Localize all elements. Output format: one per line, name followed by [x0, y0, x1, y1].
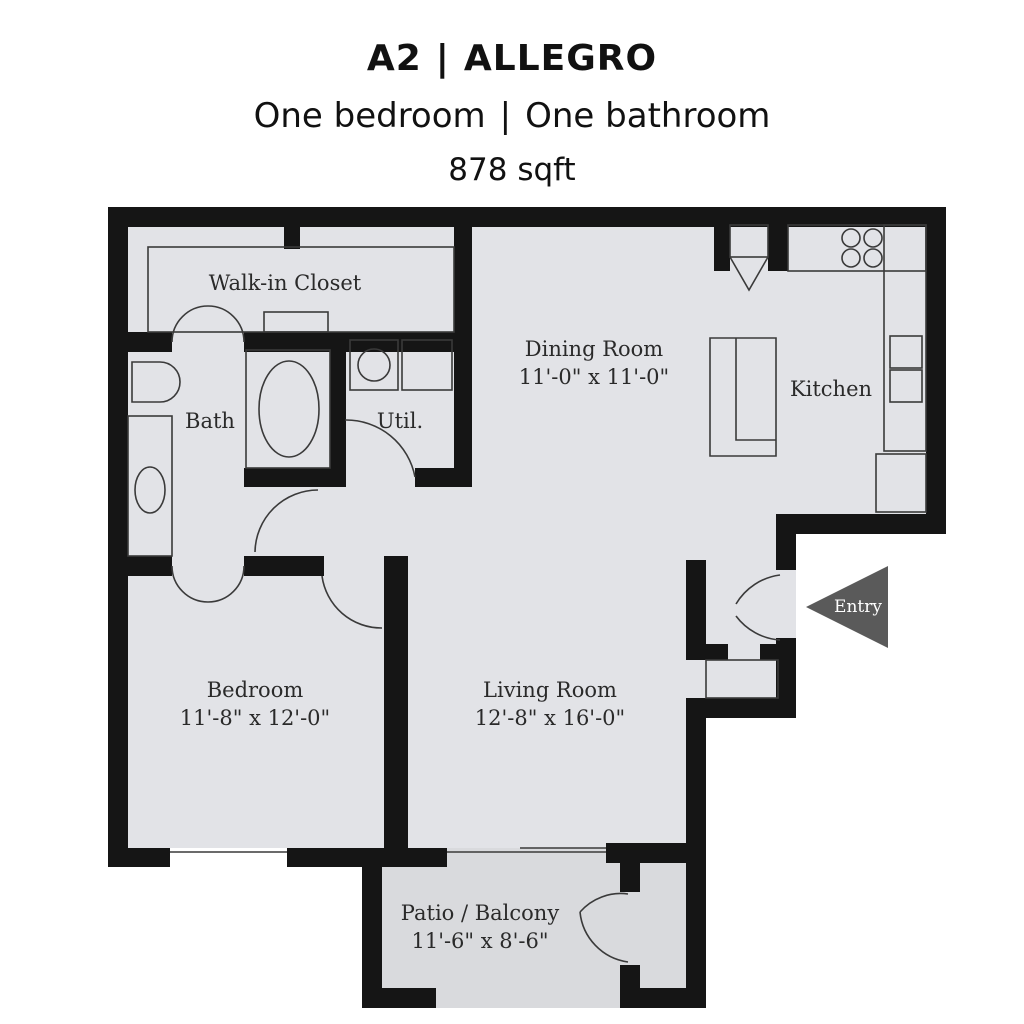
- unit-rooms: One bedroom | One bathroom: [0, 96, 1024, 136]
- fixtures: [127, 224, 927, 699]
- patio-label: Patio / Balcony: [401, 901, 560, 925]
- bedroom-label: Bedroom: [207, 678, 304, 702]
- door-swings: [170, 305, 781, 963]
- interior-walls: [128, 225, 796, 856]
- closet-label: Walk-in Closet: [209, 271, 362, 295]
- patio-dims: 11'-6" x 8'-6": [411, 929, 548, 953]
- entry-arrow-icon: [806, 566, 888, 648]
- bath-label: Bath: [185, 409, 235, 433]
- unit-area: 878 sqft: [448, 152, 576, 188]
- bedroom-count: One bedroom: [253, 96, 486, 136]
- util-label: Util.: [377, 409, 423, 433]
- dining-room-dims: 11'-0" x 11'-0": [519, 365, 669, 389]
- kitchen-label: Kitchen: [790, 377, 872, 401]
- unit-name: ALLEGRO: [463, 38, 658, 79]
- living-room-label: Living Room: [483, 678, 617, 702]
- dining-room-label: Dining Room: [525, 337, 664, 361]
- subtitle-divider: |: [499, 96, 512, 136]
- exterior-walls: [108, 207, 946, 1008]
- bathroom-count: One bathroom: [525, 96, 771, 136]
- unit-code: A2: [366, 38, 422, 79]
- title-divider: |: [435, 38, 450, 79]
- bedroom-dims: 11'-8" x 12'-0": [180, 706, 330, 730]
- unit-title: A2 | ALLEGRO: [0, 38, 1024, 79]
- living-room-dims: 12'-8" x 16'-0": [475, 706, 625, 730]
- entry-label: Entry: [834, 597, 882, 617]
